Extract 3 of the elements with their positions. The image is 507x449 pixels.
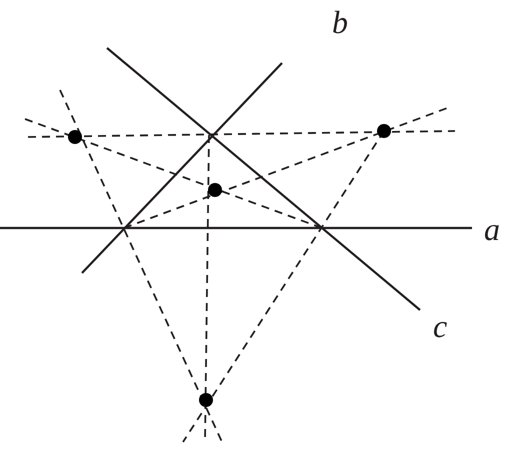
line-label: a [484, 213, 500, 245]
line-label: b [332, 6, 348, 38]
line-label: c [433, 310, 448, 342]
